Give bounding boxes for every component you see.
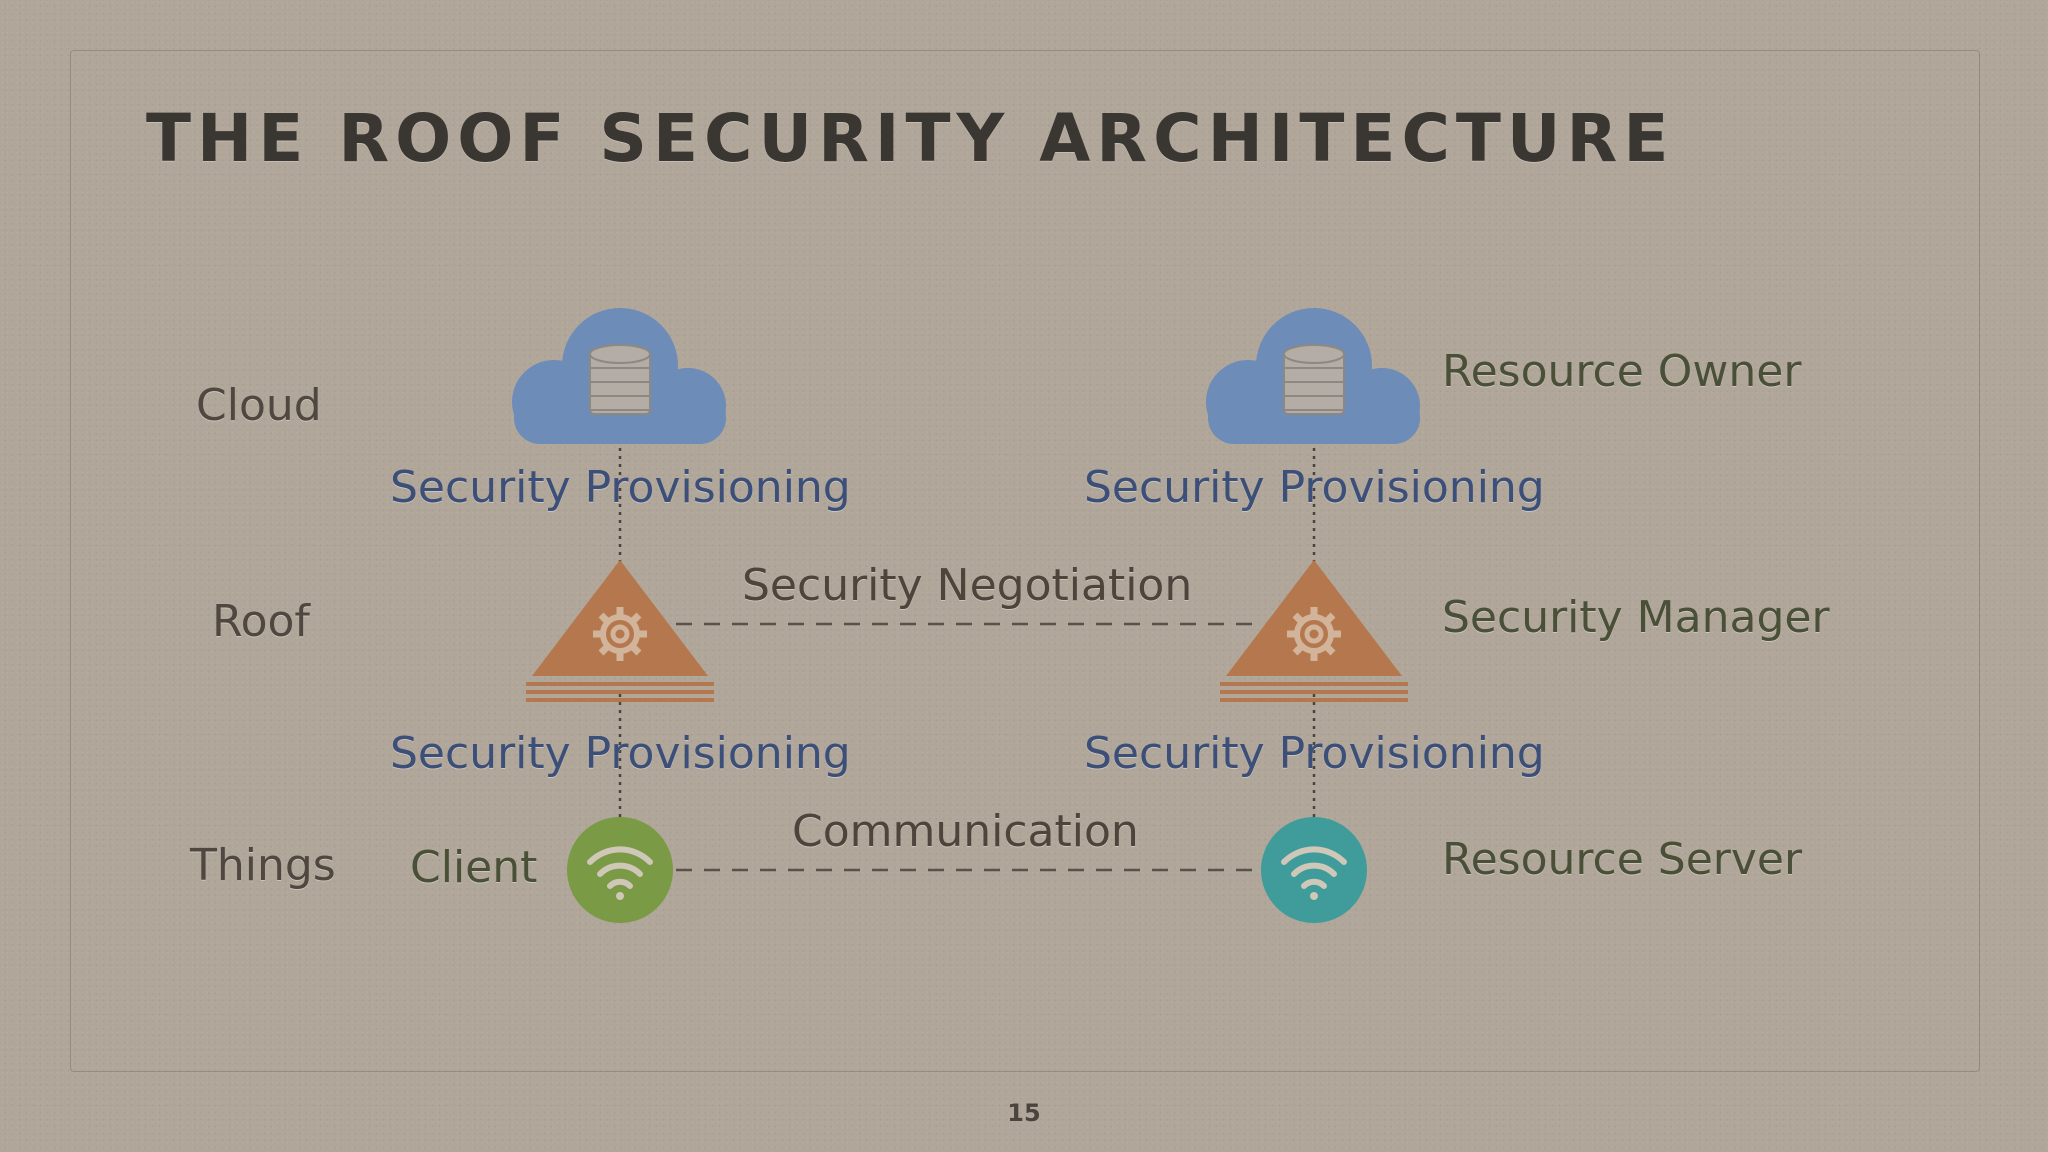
role-label-client: Client	[410, 842, 538, 893]
row-label-roof: Roof	[212, 596, 310, 647]
roof-right	[1220, 560, 1408, 702]
server-circle	[1261, 817, 1367, 923]
row-label-cloud: Cloud	[196, 380, 322, 431]
role-label-resource-server: Resource Server	[1442, 834, 1803, 885]
provisioning-label-things-left: Security Provisioning	[390, 728, 851, 779]
client-circle	[567, 817, 673, 923]
roof-left	[526, 560, 714, 702]
database-icon	[589, 344, 651, 415]
resource-server-node	[1261, 817, 1367, 923]
provisioning-label-things-right: Security Provisioning	[1084, 728, 1545, 779]
slide-title: THE ROOF SECURITY ARCHITECTURE	[146, 100, 1675, 177]
provisioning-label-cloud-left: Security Provisioning	[390, 462, 851, 513]
cloud-right	[1206, 308, 1420, 444]
negotiation-label: Security Negotiation	[742, 560, 1193, 611]
provisioning-label-cloud-right: Security Provisioning	[1084, 462, 1545, 513]
role-label-security-manager: Security Manager	[1442, 592, 1830, 643]
roof-icon	[526, 560, 714, 702]
roof-icon	[1220, 560, 1408, 702]
role-label-resource-owner: Resource Owner	[1442, 346, 1802, 397]
database-icon	[1283, 344, 1345, 415]
cloud-left	[512, 308, 726, 444]
vertical-connectors	[618, 440, 1316, 820]
client-node	[567, 817, 673, 923]
page-number: 15	[1007, 1099, 1041, 1127]
communication-label: Communication	[792, 806, 1139, 857]
slide-frame	[70, 50, 1980, 1072]
horizontal-connectors	[676, 622, 1258, 872]
row-label-things: Things	[190, 840, 336, 891]
